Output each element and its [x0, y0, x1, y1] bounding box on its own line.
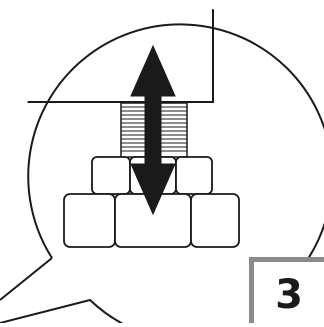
panel-edge	[18, 3, 214, 103]
double-headed-vertical-arrow-icon	[130, 44, 176, 216]
step-number-badge: 3	[249, 257, 324, 323]
callout-tail	[0, 257, 53, 301]
zoom-content	[18, 3, 214, 103]
step-number: 3	[275, 271, 303, 318]
lower-nut	[63, 193, 240, 248]
callout-outline	[0, 23, 324, 327]
